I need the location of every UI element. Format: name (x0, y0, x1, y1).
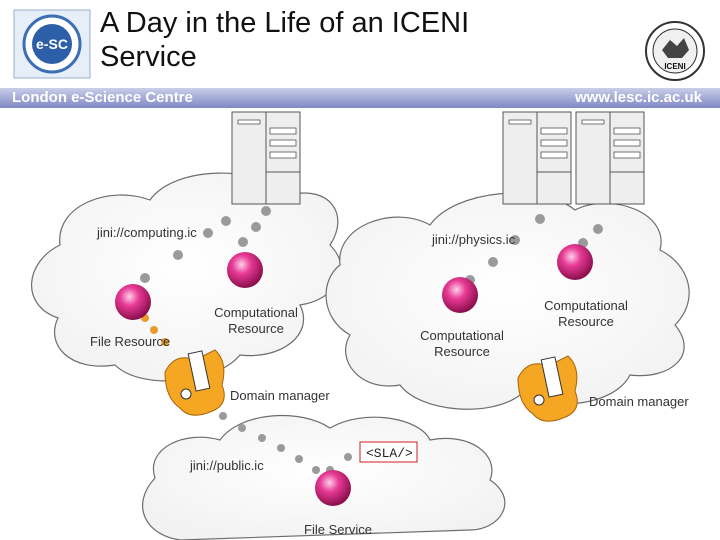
domain-manager-left-label: Domain manager (230, 388, 330, 403)
comp-resource-left-line1: Computational (214, 305, 298, 320)
sla-tag: <SLA/> (366, 446, 413, 461)
sla-box (359, 441, 418, 463)
iceni-diagram: <SLA/> jini://computing.ic jini://physic… (31, 111, 690, 540)
server-rack-icon (502, 111, 572, 205)
slide-title: A Day in the Life of an ICENI Service (100, 6, 620, 74)
comp-resource-left-line2: Resource (228, 321, 284, 336)
pink-node-icon (227, 252, 263, 288)
comp-resource-mid-line2: Resource (434, 344, 490, 359)
cloud-public-label: jini://public.ic (189, 458, 264, 473)
cloud-physics-label: jini://physics.ic (431, 232, 516, 247)
banner-bar (0, 88, 720, 108)
domain-manager-right-label: Domain manager (589, 394, 689, 409)
comp-resource-right-line1: Computational (544, 298, 628, 313)
connector-dots (140, 206, 603, 485)
comp-resource-mid-line1: Computational (420, 328, 504, 343)
file-resource-label: File Resource (90, 334, 170, 349)
comp-resource-right-line2: Resource (558, 314, 614, 329)
title-line-1: A Day in the Life of an ICENI (100, 7, 470, 39)
pink-node-icon (557, 244, 593, 280)
domain-manager-icon (164, 349, 225, 416)
pink-node-icon (115, 284, 151, 320)
title-line-2: Service (100, 41, 197, 73)
banner-url: www.lesc.ic.ac.uk (574, 89, 702, 106)
domain-manager-icon (517, 355, 578, 422)
lesc-logo: e-SC (12, 8, 92, 80)
pink-node-icon (442, 277, 478, 313)
cloud-computing (31, 172, 342, 382)
cloud-physics (325, 192, 690, 410)
file-service-label: File Service (304, 522, 372, 537)
banner-left-text: London e-Science Centre (12, 89, 193, 106)
pink-node-icon (315, 470, 351, 506)
server-rack-icon (231, 111, 301, 205)
cloud-computing-label: jini://computing.ic (96, 225, 197, 240)
left-logo-text: e-SC (36, 36, 68, 52)
right-logo-text: ICENI (664, 62, 685, 71)
iceni-seal-logo: ICENI (644, 20, 706, 82)
server-rack-icon (575, 111, 645, 205)
